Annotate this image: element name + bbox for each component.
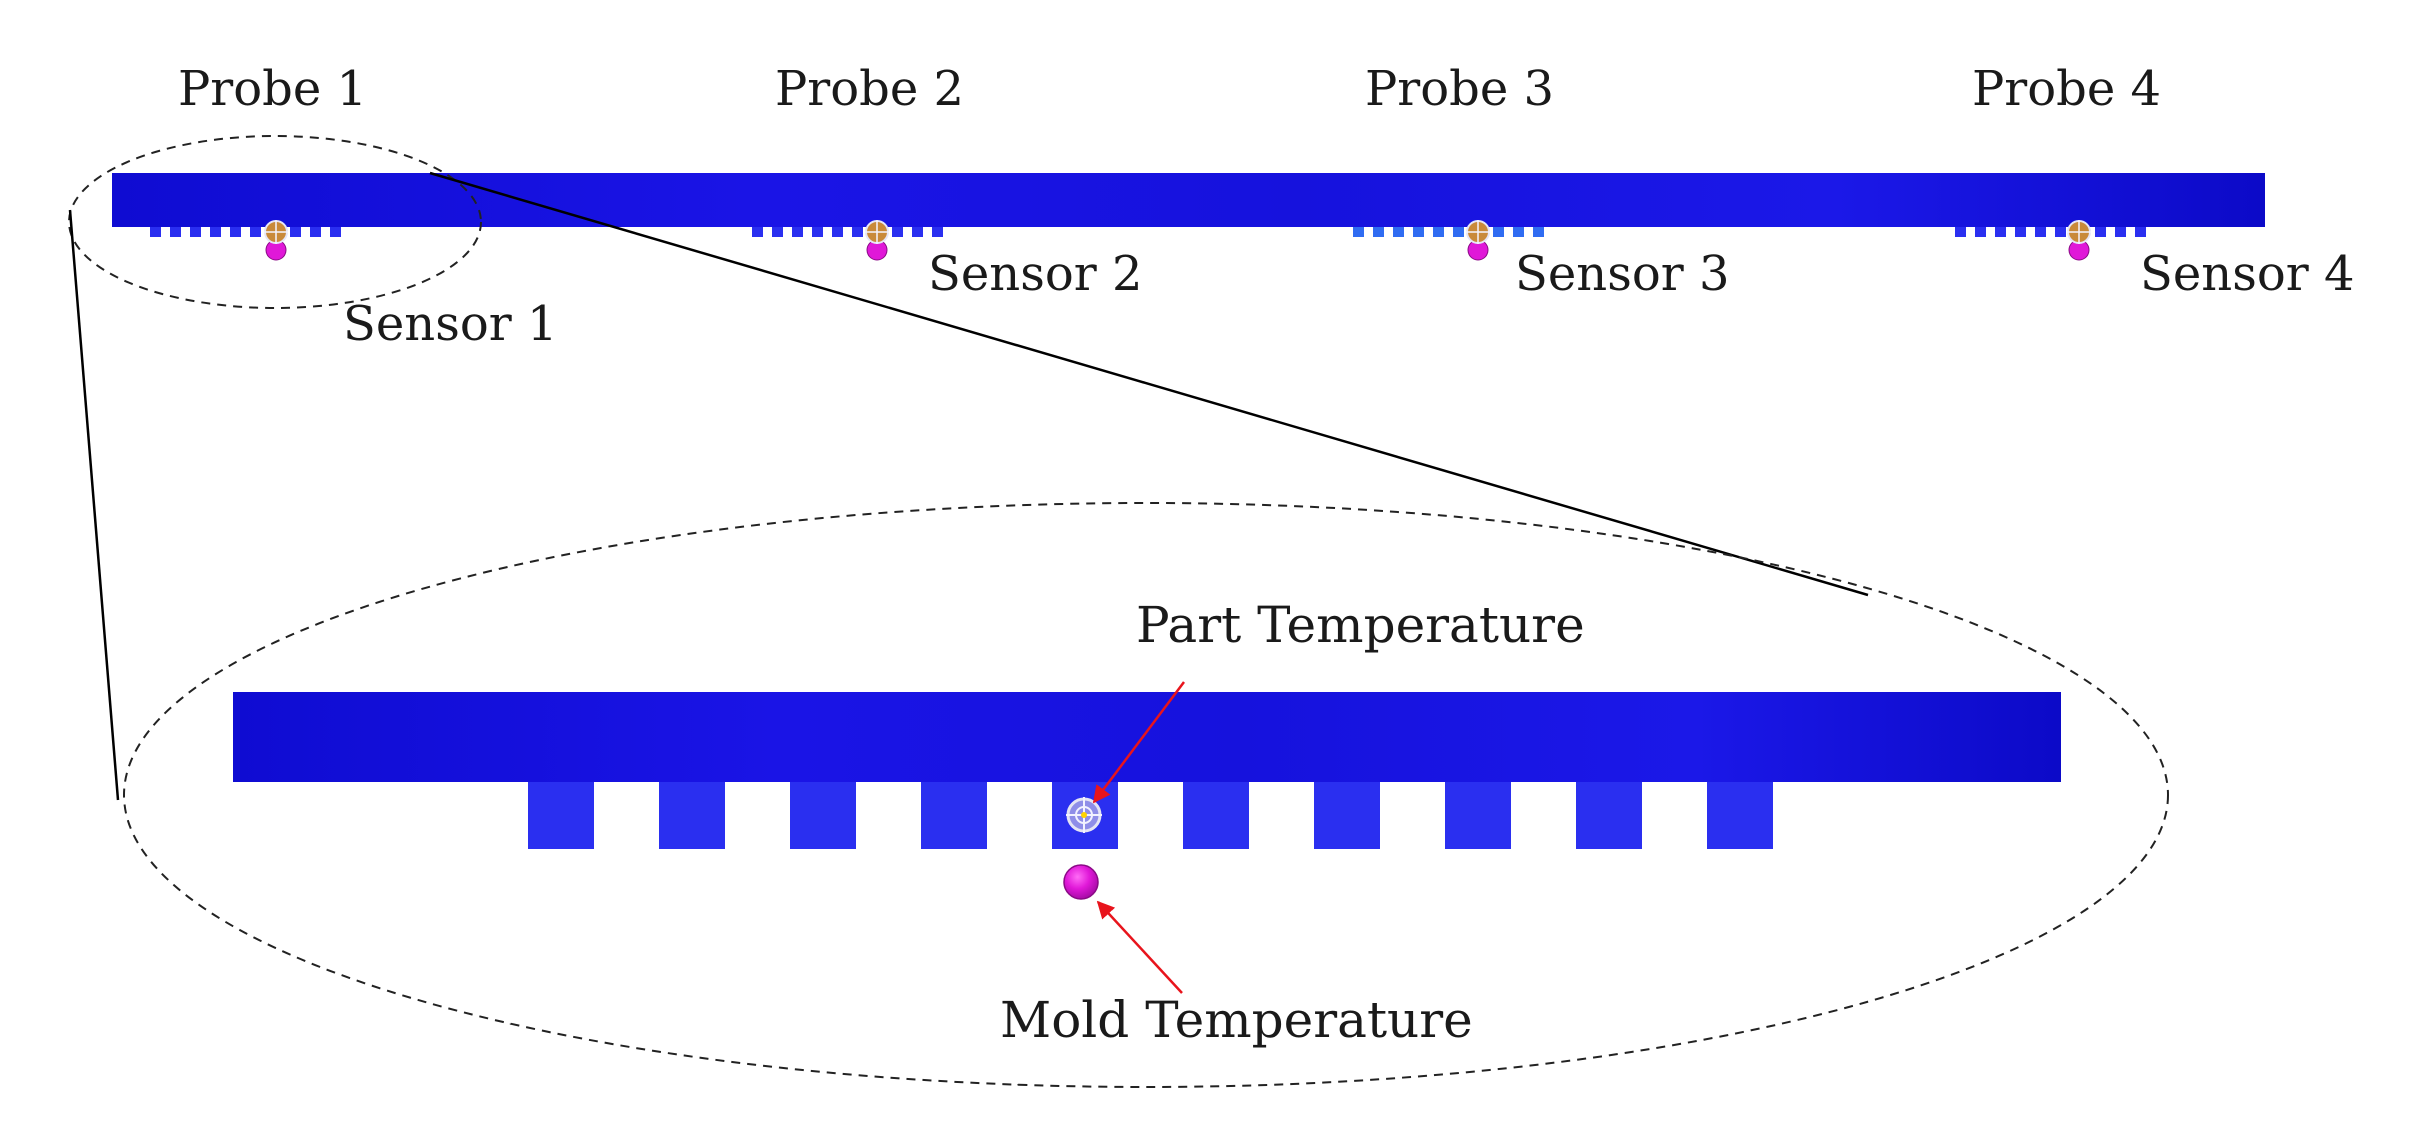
overview-rib xyxy=(892,227,903,237)
zoom-rib xyxy=(1707,782,1773,849)
overview-rib xyxy=(250,227,261,237)
filled-circle-icon xyxy=(1063,864,1099,900)
overview-rib xyxy=(210,227,221,237)
crosshair-circle-icon xyxy=(1066,797,1102,833)
zoom-detail-ellipse xyxy=(123,502,2169,1088)
zoom-rib xyxy=(921,782,987,849)
overview-rib xyxy=(1373,227,1384,237)
mold-temperature-arrow xyxy=(1096,900,1183,994)
overview-rib xyxy=(170,227,181,237)
sensor-4-label: Sensor 4 xyxy=(2140,246,2354,302)
sensor-2-label: Sensor 2 xyxy=(928,246,1142,302)
probe-4-label: Probe 4 xyxy=(1972,61,2161,117)
zoom-part xyxy=(233,692,2061,900)
overview-rib xyxy=(1533,227,1544,237)
part-temperature-arrow xyxy=(1092,681,1185,804)
overview-rib xyxy=(1393,227,1404,237)
overview-sensor-pair xyxy=(865,220,889,261)
zoom-rib xyxy=(1445,782,1511,849)
probe-1-label: Probe 1 xyxy=(178,61,367,117)
zoom-leader-line-right xyxy=(429,171,1869,597)
zoom-leader-line-left xyxy=(68,209,120,801)
overview-sensor-pair xyxy=(1466,220,1490,261)
zoom-part-bar xyxy=(233,692,2061,782)
overview-rib xyxy=(1995,227,2006,237)
overview-rib xyxy=(1453,227,1464,237)
overview-part xyxy=(112,173,2265,261)
overview-rib xyxy=(772,227,783,237)
overview-rib xyxy=(330,227,341,237)
overview-rib xyxy=(852,227,863,237)
overview-rib xyxy=(2035,227,2046,237)
zoom-rib xyxy=(1183,782,1249,849)
overview-rib xyxy=(1975,227,1986,237)
overview-rib xyxy=(752,227,763,237)
overview-rib xyxy=(190,227,201,237)
overview-rib xyxy=(1955,227,1966,237)
sensor-1-label: Sensor 1 xyxy=(343,296,557,352)
zoom-rib xyxy=(790,782,856,849)
zoom-rib xyxy=(1576,782,1642,849)
overview-rib xyxy=(1353,227,1364,237)
zoom-rib xyxy=(528,782,594,849)
overview-rib xyxy=(832,227,843,237)
zoom-ribs xyxy=(528,782,1773,849)
overview-rib xyxy=(2055,227,2066,237)
overview-rib xyxy=(2015,227,2026,237)
overview-rib xyxy=(290,227,301,237)
overview-rib xyxy=(310,227,321,237)
sensor-3-label: Sensor 3 xyxy=(1515,246,1729,302)
overview-sensor-pair xyxy=(2067,220,2091,261)
probe-2-label: Probe 2 xyxy=(775,61,964,117)
zoom-rib xyxy=(1314,782,1380,849)
overview-sensor-pair xyxy=(264,220,288,261)
overview-rib xyxy=(812,227,823,237)
overview-rib xyxy=(932,227,943,237)
probe-1-highlight-ellipse xyxy=(68,135,482,309)
overview-sensors xyxy=(264,220,2091,261)
part-temperature-label: Part Temperature xyxy=(1136,596,1585,654)
overview-rib xyxy=(230,227,241,237)
overview-rib xyxy=(1513,227,1524,237)
overview-rib xyxy=(1493,227,1504,237)
overview-rib xyxy=(2135,227,2146,237)
probe-3-label: Probe 3 xyxy=(1365,61,1554,117)
overview-rib xyxy=(2095,227,2106,237)
overview-rib xyxy=(792,227,803,237)
overview-rib xyxy=(150,227,161,237)
overview-ribs xyxy=(150,227,2146,237)
zoom-rib xyxy=(659,782,725,849)
overview-rib xyxy=(2115,227,2126,237)
overview-rib xyxy=(1413,227,1424,237)
overview-rib xyxy=(912,227,923,237)
mold-temperature-label: Mold Temperature xyxy=(1000,991,1473,1049)
overview-rib xyxy=(1433,227,1444,237)
overview-part-bar xyxy=(112,173,2265,227)
